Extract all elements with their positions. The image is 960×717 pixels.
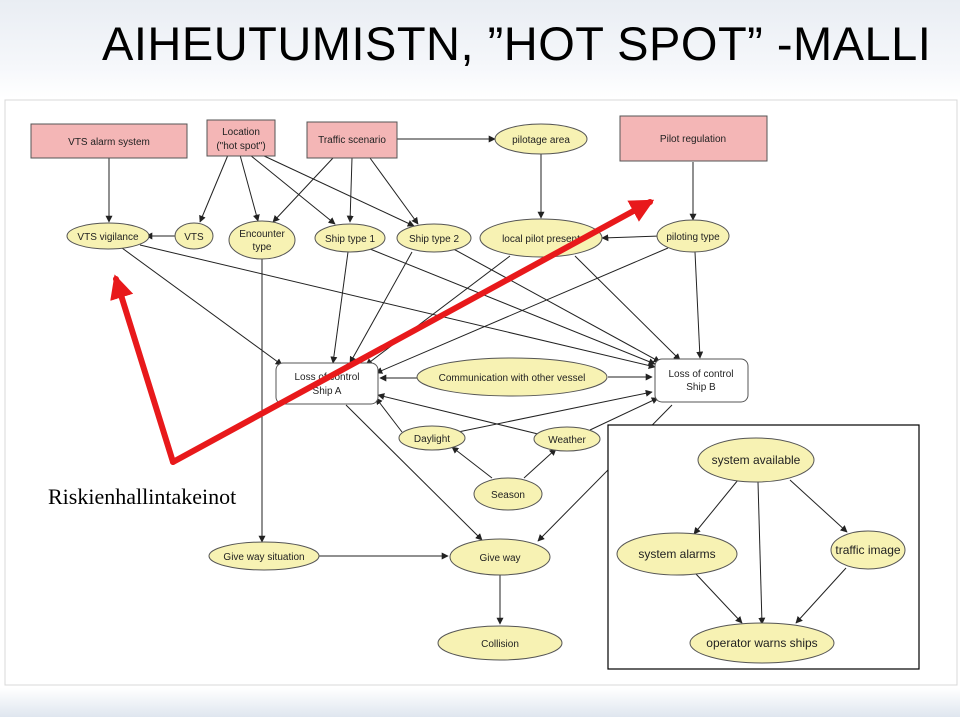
inset-label-operator-warns: operator warns ships [706,636,817,650]
slide-title: AIHEUTUMISTN, ”HOT SPOT” -MALLI [102,17,932,70]
title-band [0,0,960,98]
node-traffic-scenario [306,121,398,159]
edge-season-weather [523,448,557,479]
label-collision: Collision [481,639,519,650]
label-weather: Weather [548,435,586,446]
inset-label-traffic-image: traffic image [835,543,900,557]
label-encounter-1: Encounter [239,229,285,240]
inset-panel: system available system alarms traffic i… [607,424,920,670]
label-traffic: Traffic scenario [318,135,386,146]
node-give-way [449,538,551,576]
label-location-1: Location [222,127,260,138]
node-weather [533,426,601,452]
node-encounter-type [228,220,296,260]
risk-control-label: Riskienhallintakeinot [48,484,237,509]
edge-inset-avail-traffic [789,479,848,533]
edge-lossA-giveway [345,404,483,541]
edge-daylight-lossA [375,397,403,433]
label-communication: Communication with other vessel [439,373,586,384]
inset-label-system-available: system available [712,453,801,467]
edge-weather-lossB [589,397,659,431]
edge-traffic-encounter [272,157,334,223]
label-vts-vigilance: VTS vigilance [77,232,139,243]
risk-control-arrows [110,199,655,465]
edge-location-ship2 [261,154,415,227]
inset-label-system-alarms: system alarms [638,547,715,561]
edges [105,135,704,625]
node-vts-alarm-system [30,123,188,159]
label-vts: VTS [184,232,204,243]
label-loss-b-1: Loss of control [668,369,733,380]
edge-pilotingtype-lossB [694,251,704,359]
red-arrow-to-vts-vigilance [110,274,176,465]
edge-inset-avail-alarms [693,479,739,535]
edge-pilotingtype-localpilot [601,234,661,242]
edge-location-ship1 [249,154,336,225]
label-pilot-regulation: Pilot regulation [660,134,726,145]
node-pilotage-area [494,123,588,155]
edge-location-vts [199,154,229,223]
label-ship-type-1: Ship type 1 [325,234,375,245]
inset-edges [693,479,848,625]
edge-vigilance-lossA [121,247,283,366]
inset-node-operator-warns [689,622,835,664]
edge-ship1-lossA [330,251,349,364]
edge-localpilot-lossB [574,255,681,361]
ellipse-nodes [66,123,730,661]
label-pilotage-area: pilotage area [512,135,570,146]
node-vts-vigilance [66,222,150,250]
node-loss-of-control-b [654,358,749,403]
edge-weather-lossA [377,393,539,435]
label-location-2: ("hot spot") [216,141,265,152]
edge-ship1-lossB [369,248,656,365]
red-arrow-to-piloting [170,199,655,465]
label-give-way-situation: Give way situation [223,552,304,563]
inset-node-system-alarms [616,532,738,576]
label-loss-a-2: Ship A [313,386,342,397]
edge-location-encounter [239,154,260,222]
label-give-way: Give way [479,553,520,564]
label-daylight: Daylight [414,434,450,445]
edge-ship2-lossA [349,251,413,364]
label-local-pilot: local pilot present [502,234,580,245]
node-ship-type-1 [314,223,386,253]
edge-traffic-ship2 [369,157,419,225]
label-ship-type-2: Ship type 2 [409,234,459,245]
node-collision [437,625,563,661]
label-loss-b-2: Ship B [686,382,716,393]
node-ship-type-2 [396,223,472,253]
node-communication [416,357,608,397]
label-season: Season [491,490,525,501]
edge-ship2-lossB [447,245,661,363]
rect-nodes [30,115,768,162]
node-location-hot-spot [206,119,276,157]
edge-season-daylight [451,446,493,479]
inset-node-system-available [697,437,815,483]
node-piloting-type [656,219,730,253]
node-give-way-situation [208,541,320,571]
node-vts [174,222,214,250]
bottom-band [0,688,960,717]
node-season [473,477,543,511]
edge-vigilance-lossB [139,244,656,369]
inset-nodes [616,437,906,664]
node-daylight [398,425,466,451]
node-pilot-regulation [619,115,768,162]
label-encounter-2: type [253,242,272,253]
edge-daylight-lossB [457,389,653,433]
label-piloting-type: piloting type [666,232,720,243]
label-vts-alarm: VTS alarm system [68,137,150,148]
inset-node-traffic-image [830,530,906,570]
edge-traffic-ship1 [346,157,354,223]
edge-inset-avail-operator [757,481,766,625]
edge-pilotingtype-lossA [375,247,669,374]
edge-inset-alarms-operator [695,573,743,624]
edge-inset-traffic-operator [795,567,847,624]
